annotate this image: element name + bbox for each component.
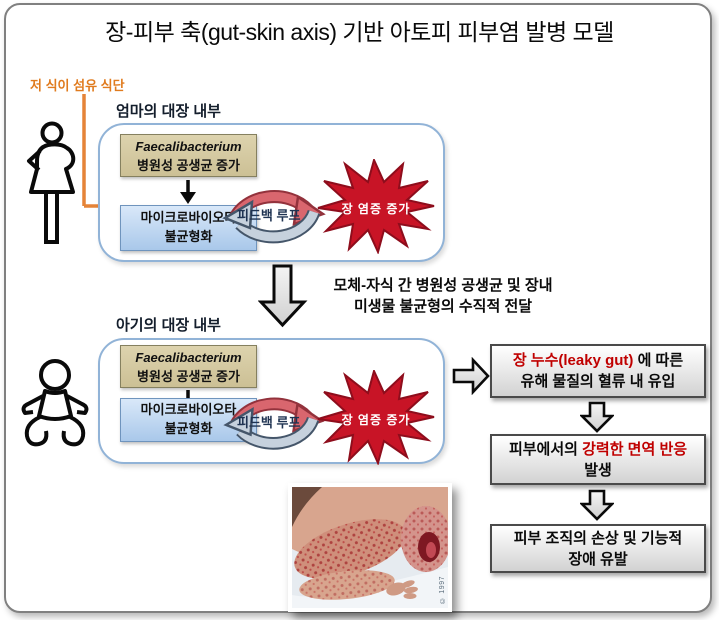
- bacteria-name: Faecalibacterium: [135, 350, 242, 365]
- gray-arrowhead: [223, 406, 254, 437]
- down-arrow-icon: [180, 180, 196, 204]
- transmission-text: 모체-자식 간 병원성 공생균 및 장내 미생물 불균형의 수직적 전달: [300, 275, 586, 317]
- leaky-gut-highlight: 장 누수(leaky gut): [512, 352, 634, 369]
- photo-credit: © 1997: [439, 576, 446, 604]
- feedback-loop-label: 피드백 루프: [237, 208, 301, 223]
- feedback-loop-icon: [223, 397, 325, 450]
- low-fiber-diet-label: 저 식이 섬유 식단: [30, 78, 125, 93]
- immune-response-box: 피부에서의 강력한 면역 반응 발생: [490, 434, 706, 485]
- feedback-loop-icon: [222, 190, 326, 244]
- immune-highlight: 강력한 면역 반응: [582, 440, 688, 458]
- inflammation-burst-icon: [317, 159, 435, 254]
- baby-panel-label: 아기의 대장 내부: [116, 317, 221, 334]
- skin-damage-line2: 장애 유발: [568, 550, 628, 568]
- bacteria-name: Faecalibacterium: [135, 139, 242, 154]
- inflammation-burst-label: 장 염증 증가: [341, 202, 411, 216]
- right-arrow-icon: [452, 357, 490, 395]
- leaky-gut-line2: 유해 물질의 혈류 내 유입: [520, 373, 676, 390]
- microbiota-line2: 불균형화: [164, 229, 213, 244]
- microbiota-line2: 불균형화: [164, 421, 213, 436]
- down-flow-arrow-icon: [580, 401, 614, 433]
- skin-damage-box: 피부 조직의 손상 및 기능적 장애 유발: [490, 524, 706, 573]
- transmission-line1: 모체-자식 간 병원성 공생균 및 장내: [333, 277, 553, 294]
- gray-arrowhead: [222, 199, 254, 230]
- inflammation-burst-label: 장 염증 증가: [341, 413, 411, 427]
- mother-panel-label: 엄마의 대장 내부: [116, 103, 221, 120]
- immune-prefix: 피부에서의: [508, 440, 583, 458]
- feedback-loop-label: 피드백 루프: [237, 415, 301, 430]
- baby-bacteria-box: Faecalibacterium 병원성 공생균 증가: [120, 345, 257, 388]
- atopic-dermatitis-photo: © 1997: [288, 483, 452, 612]
- bacteria-caption: 병원성 공생균 증가: [137, 368, 240, 384]
- baby-icon: [21, 359, 89, 447]
- vertical-transmission-arrow-icon: [258, 264, 308, 328]
- microbiota-line1: 마이크로바이오타: [140, 402, 237, 418]
- down-flow-arrow-icon: [580, 489, 614, 521]
- rash-photo-illustration: [292, 487, 451, 608]
- pregnant-woman-icon: [27, 121, 76, 244]
- leaky-gut-rest: 에 따른: [633, 352, 684, 369]
- immune-line2: 발생: [584, 461, 612, 479]
- inflammation-burst-icon: [317, 370, 435, 465]
- leaky-gut-box: 장 누수(leaky gut) 에 따른 유해 물질의 혈류 내 유입: [490, 344, 706, 398]
- transmission-line2: 미생물 불균형의 수직적 전달: [353, 298, 533, 315]
- page-title: 장-피부 축(gut-skin axis) 기반 아토피 피부염 발병 모델: [105, 19, 614, 45]
- microbiota-line1: 마이크로바이오타: [140, 210, 237, 226]
- bacteria-caption: 병원성 공생균 증가: [137, 157, 240, 173]
- mother-bacteria-box: Faecalibacterium 병원성 공생균 증가: [120, 134, 257, 177]
- skin-damage-line1: 피부 조직의 손상 및 기능적: [513, 529, 683, 547]
